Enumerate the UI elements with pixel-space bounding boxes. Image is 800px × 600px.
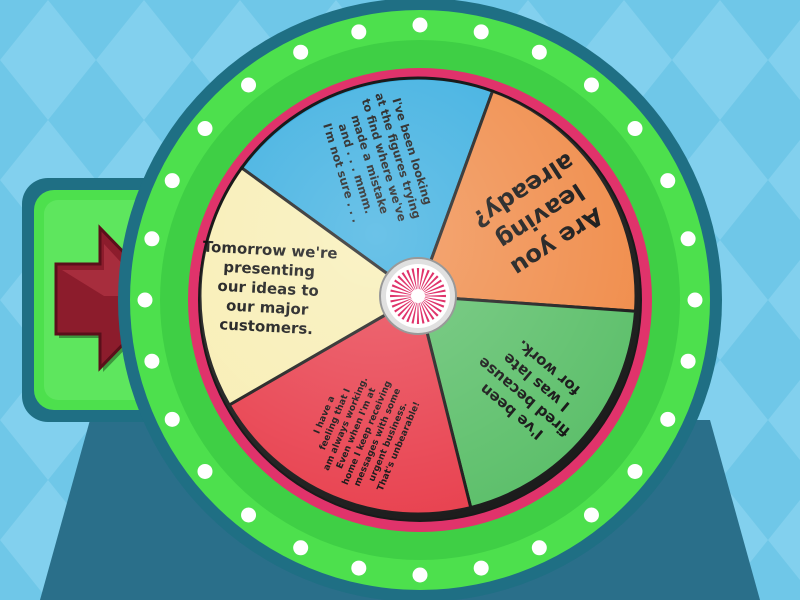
marquee-light (627, 463, 643, 479)
marquee-light (531, 44, 547, 60)
marquee-light (412, 17, 428, 33)
marquee-light (680, 231, 696, 247)
marquee-light (583, 507, 599, 523)
marquee-light (241, 507, 257, 523)
marquee-light (473, 560, 489, 576)
wheel-hub-icon[interactable] (379, 257, 457, 335)
marquee-light (137, 292, 153, 308)
marquee-light (660, 173, 676, 189)
marquee-light (144, 353, 160, 369)
marquee-light (197, 121, 213, 137)
marquee-light (351, 24, 367, 40)
marquee-light (293, 540, 309, 556)
marquee-light (583, 77, 599, 93)
marquee-light (197, 463, 213, 479)
marquee-light (687, 292, 703, 308)
marquee-light (627, 121, 643, 137)
marquee-light (473, 24, 489, 40)
marquee-light (531, 540, 547, 556)
marquee-light (680, 353, 696, 369)
marquee-light (241, 77, 257, 93)
marquee-lights (137, 17, 703, 583)
marquee-light (660, 411, 676, 427)
marquee-light (293, 44, 309, 60)
marquee-light (164, 173, 180, 189)
marquee-light (144, 231, 160, 247)
marquee-light (412, 567, 428, 583)
marquee-light (351, 560, 367, 576)
marquee-light (164, 411, 180, 427)
